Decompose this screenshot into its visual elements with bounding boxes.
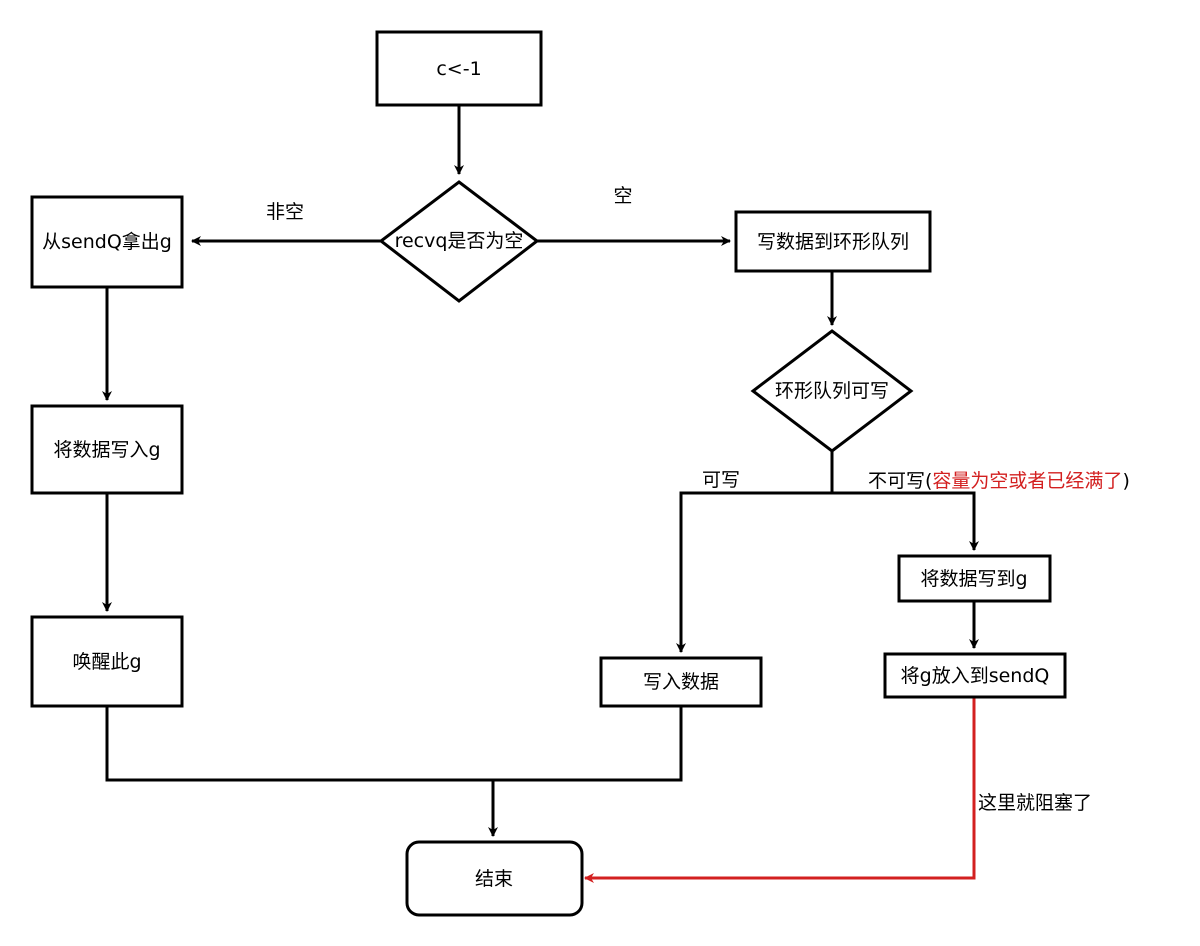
not-writable-reason: 容量为空或者已经满了	[932, 470, 1122, 492]
write-to-g-node	[30, 404, 184, 495]
take-from-sendq-node	[30, 195, 184, 289]
edge-label-not-writable: 不可写(容量为空或者已经满了)	[868, 470, 1130, 492]
wake-g-label: 唤醒此g	[72, 651, 141, 673]
decision-ring-node	[750, 329, 914, 453]
start-node	[375, 30, 543, 107]
write-to-g-label: 将数据写入g	[53, 439, 160, 461]
put-g-sendq-label: 将g放入到sendQ	[901, 665, 1050, 687]
write-ring-label: 写数据到环形队列	[757, 231, 909, 253]
put-g-sendq-node	[883, 652, 1067, 699]
decision-ring-label: 环形队列可写	[775, 380, 889, 402]
edge-not-writable	[832, 491, 979, 551]
edge-label-writable: 可写	[702, 469, 740, 491]
end-node	[405, 840, 584, 917]
edge-blocked	[584, 697, 976, 883]
decision-recvq-label: recvq是否为空	[395, 230, 524, 252]
write-data-to-g-node	[897, 554, 1052, 603]
take-from-sendq-label: 从sendQ拿出g	[42, 230, 172, 253]
edge-label-empty: 空	[613, 185, 632, 207]
write-data-to-g-label: 将数据写到g	[920, 568, 1027, 590]
write-data-node	[599, 656, 763, 708]
edge-wake-to-merge	[105, 706, 683, 782]
decision-recvq-node	[378, 180, 540, 303]
wake-g-node	[30, 615, 184, 708]
edge-label-blocked: 这里就阻塞了	[978, 792, 1092, 814]
edge-writable	[676, 491, 832, 653]
not-writable-prefix: 不可写(	[868, 470, 932, 492]
end-label: 结束	[475, 868, 513, 890]
not-writable-suffix: )	[1122, 470, 1129, 492]
write-data-label: 写入数据	[643, 671, 719, 693]
write-ring-node	[734, 210, 932, 273]
start-label: c<-1	[436, 58, 481, 80]
edge-label-not-empty: 非空	[266, 201, 304, 223]
